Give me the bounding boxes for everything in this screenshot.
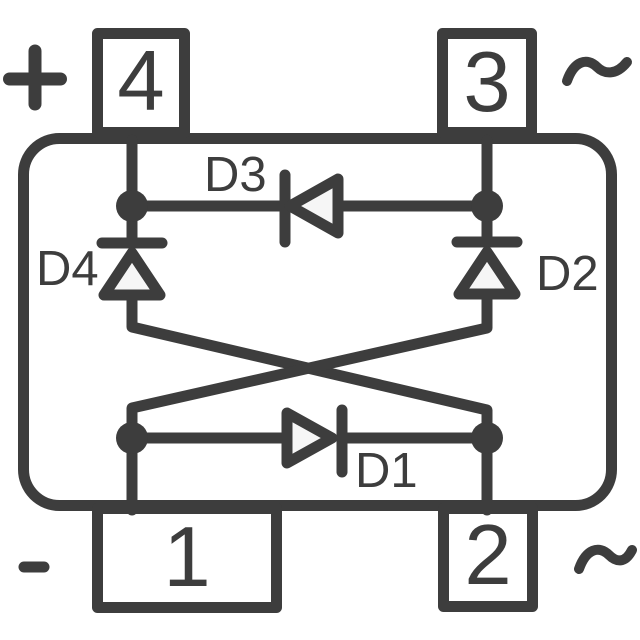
junction-dot-pin1-node (116, 422, 148, 454)
d2-label: D2 (536, 247, 599, 301)
ac-tilde-symbol-bottom (574, 544, 637, 574)
junction-dot-pin2-node (471, 422, 503, 454)
d2-anode-triangle (453, 246, 521, 300)
ac-tilde-symbol-top (562, 56, 632, 86)
junction-dot-pin3-node (471, 190, 503, 222)
pin3-number: 3 (463, 35, 510, 130)
package-body-outline (18, 133, 617, 511)
pin4-lead-box (92, 28, 190, 138)
d1-anode-triangle (281, 407, 338, 469)
text-layer: 4 3 1 2 D1 D2 D3 D4 (36, 34, 599, 605)
d4-anode-triangle (98, 247, 166, 301)
branch-d4-to-pin2-node (126, 291, 493, 516)
stroke-layer (3, 28, 637, 613)
junction-dot-pin4-node (116, 190, 148, 222)
junction-dot-layer (116, 190, 503, 454)
pin2-number: 2 (464, 508, 511, 603)
pin4-number: 4 (117, 34, 164, 129)
plus-symbol (3, 44, 67, 111)
d3-anode-triangle (284, 173, 344, 239)
d4-label: D4 (36, 242, 99, 296)
pin3-lead-box (437, 28, 537, 138)
d1-label: D1 (355, 444, 418, 498)
d3-label: D3 (204, 148, 267, 202)
pin1-lead-box (92, 503, 282, 613)
branch-d2-to-pin1-node (126, 290, 493, 516)
pin1-number: 1 (163, 510, 210, 605)
